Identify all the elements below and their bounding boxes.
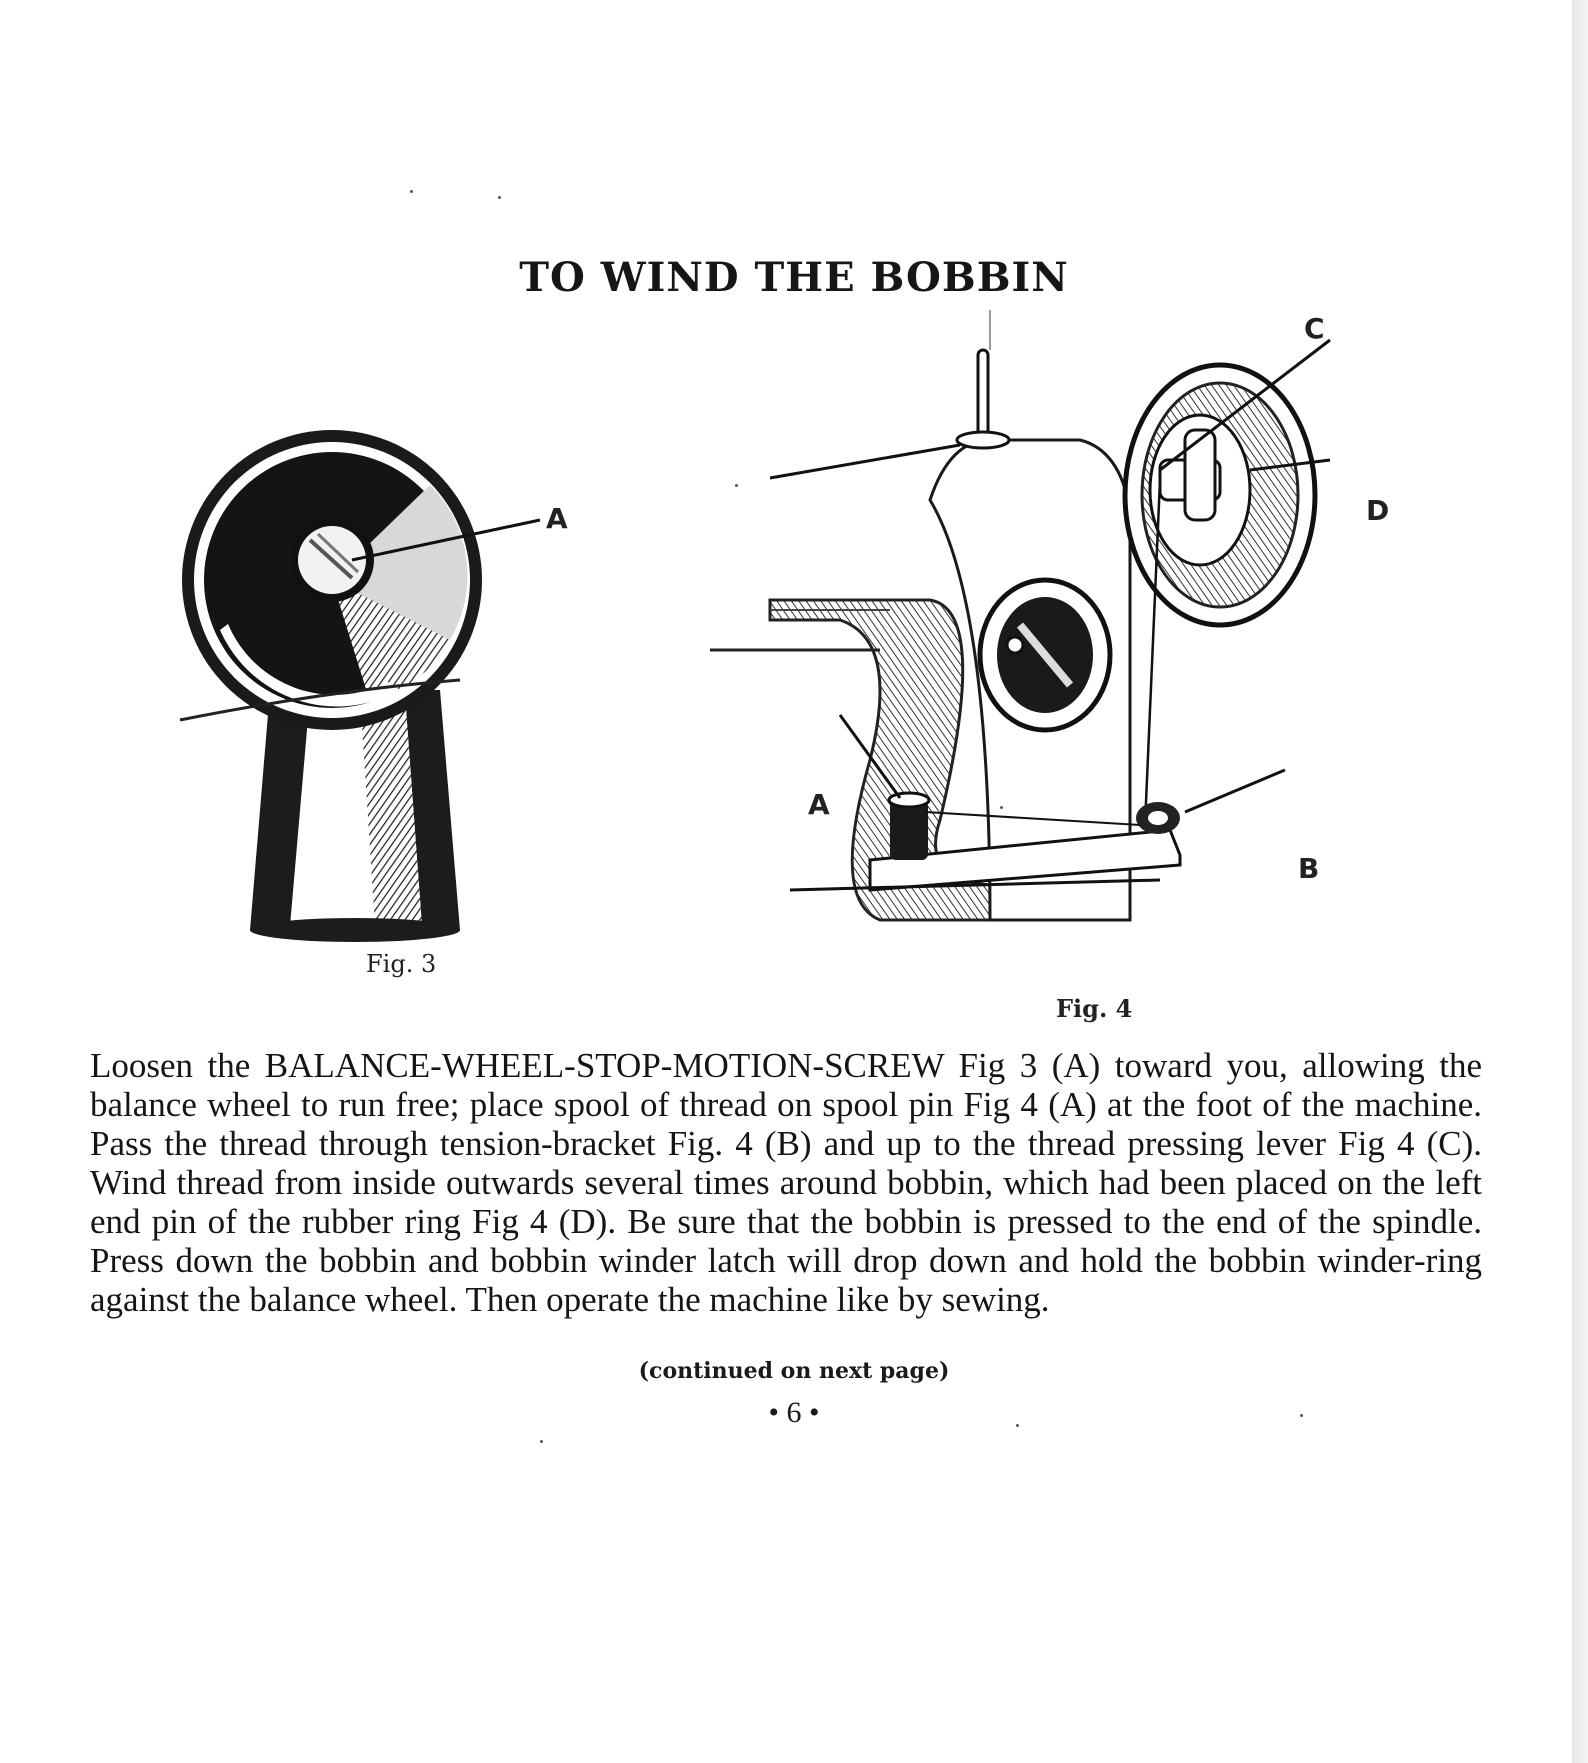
scan-speck [1000, 806, 1003, 809]
scan-speck [498, 196, 501, 199]
scan-speck [1016, 1424, 1019, 1427]
figure-4-label-d: D [1366, 494, 1390, 527]
figure-3-illustration [179, 430, 541, 942]
figure-3-caption: Fig. 3 [366, 950, 437, 978]
continued-note: (continued on next page) [638, 1358, 950, 1384]
scan-speck [540, 1440, 543, 1443]
scan-speck [1300, 1414, 1303, 1417]
figure-4-label-a: A [808, 788, 830, 821]
figure-4-label-b: B [1298, 852, 1320, 885]
figure-4-caption: Fig. 4 [1056, 994, 1133, 1023]
figure-3-label-a: A [546, 502, 568, 535]
figure-4-illustration [710, 310, 1331, 922]
scan-speck [410, 190, 413, 193]
instructions-paragraph: Loosen the BALANCE-WHEEL-STOP-MOTION-SCR… [90, 1046, 1482, 1319]
scan-speck [735, 484, 738, 487]
figure-4-label-c: C [1304, 312, 1325, 345]
page-title: TO WIND THE BOBBIN [519, 254, 1069, 301]
page-number: • 6 • [768, 1396, 820, 1429]
page-edge-shadow [1572, 0, 1588, 1763]
